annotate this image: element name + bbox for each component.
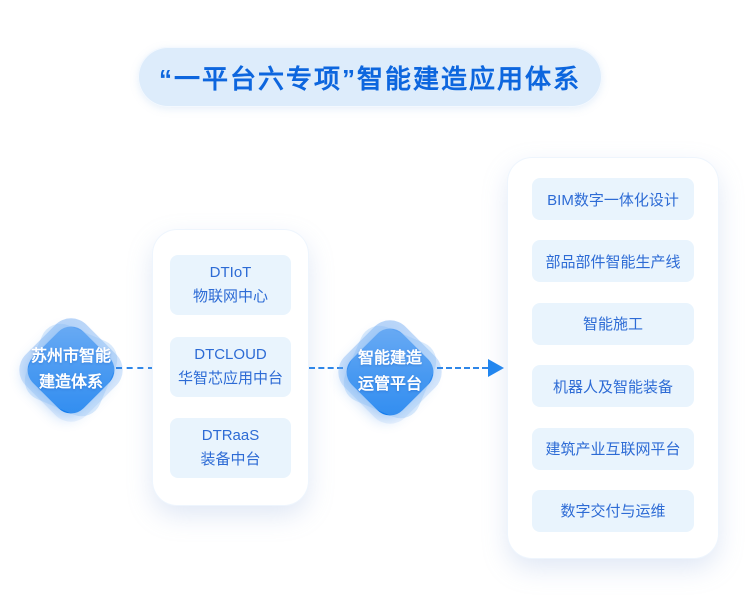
application-item-industry-internet: 建筑产业互联网平台 xyxy=(532,427,694,470)
page-title: “一平台六专项”智能建造应用体系 xyxy=(158,63,581,94)
application-item-label: 智能施工 xyxy=(582,316,643,334)
application-item-label: 数字交付与运维 xyxy=(560,503,666,521)
application-item-smart-production-line: 部品部件智能生产线 xyxy=(532,240,694,283)
application-item-label: BIM数字一体化设计 xyxy=(547,191,679,209)
connector-left xyxy=(116,367,154,369)
node-label-line1: 苏州市智能 xyxy=(30,348,111,365)
connector-right xyxy=(437,367,488,369)
node-label: 苏州市智能 建造体系 xyxy=(31,344,111,396)
platform-item-dtiot: DTIoT 物联网中心 xyxy=(170,255,291,315)
application-item-robots-equipment: 机器人及智能装备 xyxy=(532,365,694,408)
node-label-line1: 智能建造 xyxy=(357,350,422,367)
node-label-line2: 建造体系 xyxy=(38,374,103,391)
applications-card: BIM数字一体化设计 部品部件智能生产线 智能施工 机器人及智能装备 建筑产业互… xyxy=(508,158,718,558)
platform-item-subtitle: 装备中台 xyxy=(200,451,261,468)
platform-item-dtraas: DTRaaS 装备中台 xyxy=(170,418,291,478)
connector-middle xyxy=(309,367,343,369)
node-suzhou-system: 苏州市智能 建造体系 xyxy=(11,310,131,430)
platform-item-title: DTRaaS xyxy=(201,427,260,444)
platform-item-title: DTCLOUD xyxy=(194,345,267,363)
platform-item-subtitle: 华智芯应用中台 xyxy=(177,369,283,387)
platform-card: DTIoT 物联网中心 DTCLOUD 华智芯应用中台 DTRaaS 装备中台 xyxy=(153,230,308,505)
platform-item-subtitle: 物联网中心 xyxy=(192,288,268,305)
arrow-right-icon xyxy=(488,359,504,377)
application-item-label: 部品部件智能生产线 xyxy=(545,253,681,271)
application-item-label: 机器人及智能装备 xyxy=(552,378,673,396)
node-label: 智能建造 运管平台 xyxy=(358,346,422,398)
title-banner: “一平台六专项”智能建造应用体系 xyxy=(138,47,602,107)
platform-item-dtcloud: DTCLOUD 华智芯应用中台 xyxy=(170,336,291,397)
application-item-label: 建筑产业互联网平台 xyxy=(545,441,681,459)
application-item-bim-design: BIM数字一体化设计 xyxy=(532,178,694,220)
platform-item-title: DTIoT xyxy=(209,264,252,281)
node-label-line2: 运管平台 xyxy=(357,376,422,393)
node-ops-platform: 智能建造 运管平台 xyxy=(330,312,450,432)
application-item-digital-delivery: 数字交付与运维 xyxy=(532,489,694,532)
application-item-smart-construction: 智能施工 xyxy=(532,302,694,345)
